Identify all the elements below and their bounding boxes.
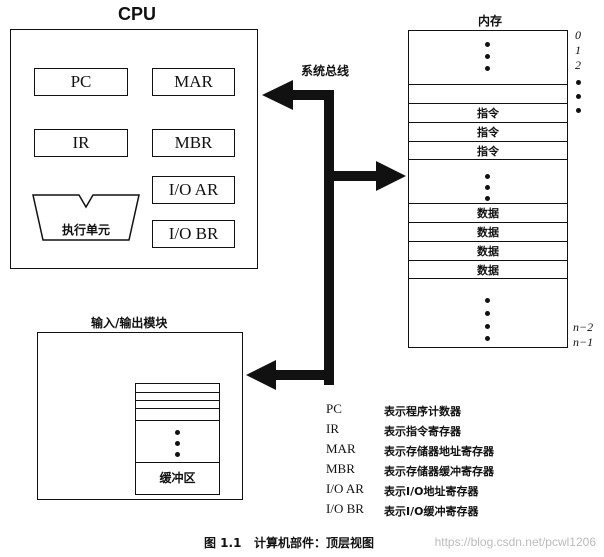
ellipsis-dot — [485, 336, 490, 341]
legend-abbr: PC — [326, 401, 342, 416]
ellipsis-dot — [175, 430, 180, 435]
system-bus-label: 系统总线 — [301, 64, 350, 78]
ellipsis-dot — [576, 108, 581, 113]
buffer-label: 缓冲区 — [159, 471, 196, 485]
memory-cell-instruction: 指令 — [409, 122, 567, 141]
ellipsis-dot — [175, 452, 180, 457]
ellipsis-dot — [485, 298, 490, 303]
mar-register: MAR — [152, 68, 235, 96]
ellipsis-dot — [175, 441, 180, 446]
execution-unit-label: 执行单元 — [61, 223, 110, 237]
memory-title: 内存 — [478, 14, 503, 28]
memory-box: 指令 指令 指令 数据 数据 数据 数据 — [408, 30, 568, 348]
legend-desc: 表示I/O地址寄存器 — [384, 485, 479, 498]
legend-abbr: MBR — [326, 461, 355, 476]
memory-cell-instruction: 指令 — [409, 103, 567, 122]
io-br-register: I/O BR — [152, 220, 235, 248]
ellipsis-dot — [485, 66, 490, 71]
memory-cell-data: 数据 — [409, 260, 567, 279]
ellipsis-dot — [485, 185, 490, 190]
memory-cell-instruction: 指令 — [409, 141, 567, 160]
ellipsis-dot — [485, 42, 490, 47]
legend-abbr: MAR — [326, 441, 356, 456]
cpu-box: PC MAR IR MBR I/O AR I/O BR 执行单元 — [10, 29, 258, 269]
ellipsis-dot — [485, 174, 490, 179]
legend-abbr: IR — [326, 421, 339, 436]
memory-index-n-1: n−1 — [573, 335, 594, 349]
io-ar-register: I/O AR — [152, 176, 235, 204]
legend-desc: 表示程序计数器 — [384, 405, 461, 418]
ellipsis-dot — [485, 324, 490, 329]
figure-caption: 图 1.1 计算机部件：顶层视图 — [204, 536, 374, 550]
memory-index-2: 2 — [575, 58, 581, 72]
execution-unit-shape — [32, 194, 140, 241]
legend-abbr: I/O AR — [326, 481, 364, 496]
ellipsis-dot — [485, 311, 490, 316]
watermark: https://blog.csdn.net/pcwl1206 — [434, 535, 596, 549]
cpu-title: CPU — [118, 4, 157, 24]
legend-desc: 表示I/O缓冲寄存器 — [384, 505, 479, 518]
memory-index-n-2: n−2 — [573, 320, 594, 334]
ellipsis-dot — [576, 94, 581, 99]
legend-desc: 表示指令寄存器 — [384, 425, 461, 438]
ellipsis-dot — [485, 54, 490, 59]
io-module-title: 输入/输出模块 — [91, 316, 168, 330]
memory-index-0: 0 — [575, 28, 581, 42]
memory-cell-data: 数据 — [409, 203, 567, 222]
memory-cell-empty — [409, 84, 567, 103]
pc-register: PC — [34, 68, 128, 96]
mbr-register: MBR — [152, 129, 235, 157]
legend-desc: 表示存储器缓冲寄存器 — [384, 465, 494, 478]
legend-desc: 表示存储器地址寄存器 — [384, 445, 494, 458]
buffer-area: 缓冲区 — [135, 383, 220, 495]
legend-abbr: I/O BR — [326, 501, 364, 516]
ir-register: IR — [34, 129, 128, 157]
memory-cell-data: 数据 — [409, 241, 567, 260]
ellipsis-dot — [576, 80, 581, 85]
memory-cell-data: 数据 — [409, 222, 567, 241]
io-module-box: 缓冲区 — [37, 332, 243, 500]
memory-index-1: 1 — [575, 43, 581, 57]
ellipsis-dot — [485, 196, 490, 201]
